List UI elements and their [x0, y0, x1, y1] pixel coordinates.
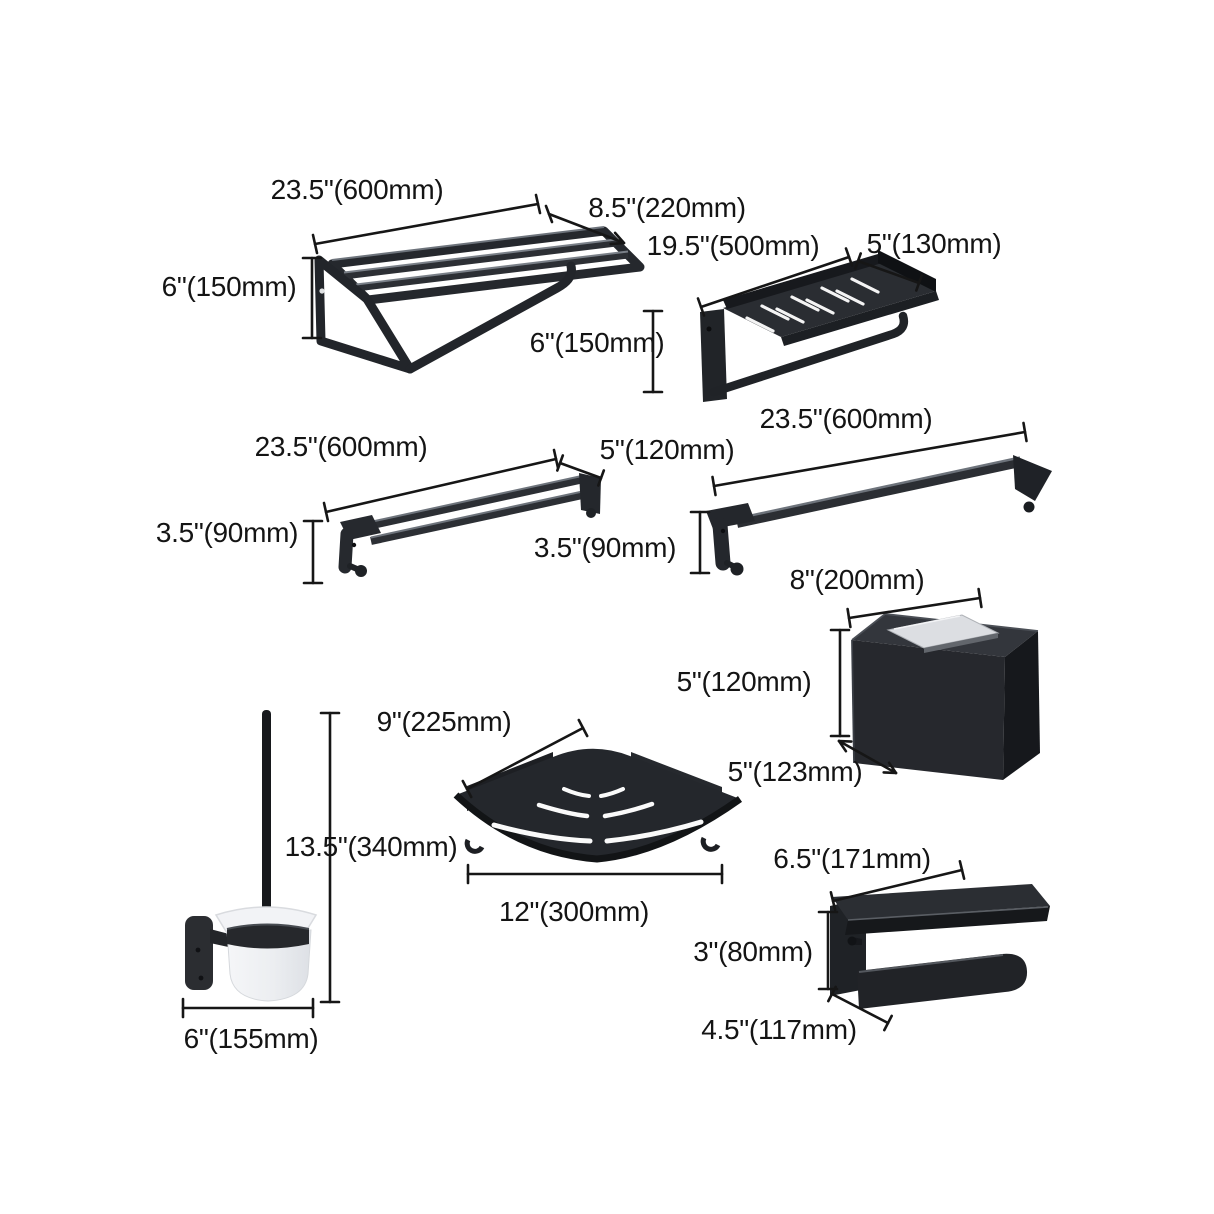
towel-rack-with-shelf-illustration [314, 226, 645, 374]
dim-label-tissue-box-height: 5"(120mm) [676, 666, 812, 697]
dim-label-corner-shelf-width: 12"(300mm) [498, 896, 650, 927]
dim-label-double-bar-width: 23.5"(600mm) [254, 431, 428, 462]
spindle-knob-icon [847, 936, 857, 946]
dim-label-towel-rack-width: 23.5"(600mm) [270, 174, 444, 205]
corner-shelf-illustration [453, 748, 743, 863]
dim-label-towel-rack-height: 6"(150mm) [161, 271, 297, 302]
dim-label-tissue-box-width: 8"(200mm) [789, 564, 925, 595]
dim-label-single-bar-height: 3.5"(90mm) [533, 532, 677, 563]
dim-lines-double-towel-bar [302, 448, 606, 585]
screw-hole-icon [720, 528, 726, 534]
dim-label-towel-shelf-width: 19.5"(500mm) [646, 230, 820, 261]
dim-lines-corner-shelf [461, 718, 724, 885]
hook-knob-icon [586, 508, 596, 518]
towel-shelf-with-bar-illustration [700, 250, 939, 402]
dim-lines-paper-holder [817, 860, 966, 1032]
dim-label-double-bar-height: 3.5"(90mm) [155, 517, 299, 548]
hook-knob-icon [730, 562, 744, 576]
dim-lines-toilet-brush [181, 711, 341, 1019]
dim-label-paper-holder-depth: 4.5"(117mm) [701, 1014, 857, 1045]
dim-label-double-bar-depth: 5"(120mm) [599, 434, 735, 465]
foot-hook-icon [700, 836, 721, 852]
dim-label-tissue-box-depth: 5"(123mm) [727, 756, 863, 787]
dim-lines-towel-rack [301, 193, 626, 340]
dim-label-towel-shelf-depth: 5"(130mm) [866, 228, 1002, 259]
drain-slots [491, 787, 704, 844]
dim-label-towel-rack-depth: 8.5"(220mm) [588, 192, 746, 223]
dim-label-paper-holder-width: 6.5"(171mm) [773, 843, 931, 874]
dim-label-corner-shelf-side: 9"(225mm) [376, 706, 512, 737]
phone-on-box [886, 614, 1000, 653]
foot-hook-icon [464, 838, 485, 854]
dim-label-brush-height: 13.5"(340mm) [284, 831, 458, 862]
drain-slots [745, 277, 880, 333]
dim-label-single-bar-width: 23.5"(600mm) [759, 403, 933, 434]
dim-label-towel-shelf-height: 6"(150mm) [529, 327, 665, 358]
screw-hole-icon [319, 288, 325, 294]
screw-hole-icon [198, 975, 204, 981]
hook-knob-icon [355, 565, 367, 577]
single-towel-bar-illustration [706, 455, 1052, 576]
toilet-brush-holder-illustration [185, 710, 318, 1002]
screw-hole-icon [351, 542, 357, 548]
screw-hole-icon [195, 947, 201, 953]
dim-lines-single-towel-bar [689, 421, 1028, 575]
dim-lines-tissue-box [829, 587, 983, 775]
tissue-box-illustration [851, 613, 1040, 780]
screw-hole-icon [706, 326, 712, 332]
hook-knob-icon [1023, 501, 1035, 513]
toilet-paper-holder-illustration [830, 884, 1050, 1009]
double-towel-bar-illustration [338, 473, 601, 577]
dim-label-paper-holder-height: 3"(80mm) [693, 936, 813, 967]
dim-label-brush-width: 6"(155mm) [183, 1023, 319, 1054]
dim-lines-towel-shelf [642, 247, 923, 394]
